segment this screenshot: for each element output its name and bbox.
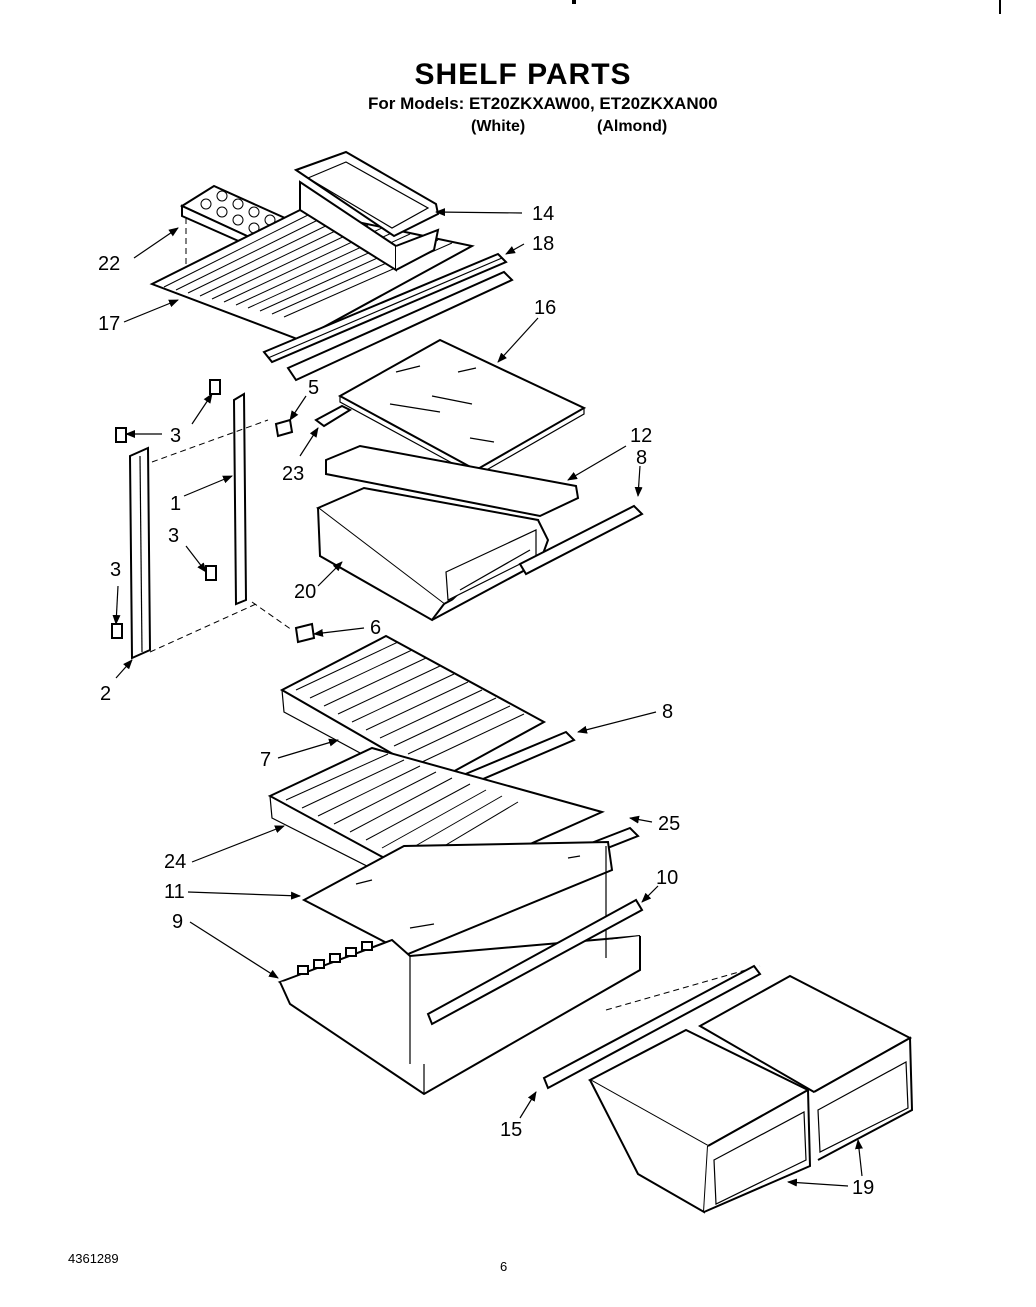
callout-20: 20 xyxy=(294,581,316,603)
callout-9: 9 xyxy=(172,911,183,933)
color-almond-label: (Almond) xyxy=(597,118,668,135)
model-list: For Models: ET20ZKXAW00, ET20ZKXAN00 xyxy=(368,94,718,113)
callout-18: 18 xyxy=(532,233,554,255)
callout-10: 10 xyxy=(656,867,678,889)
callout-23: 23 xyxy=(282,463,304,485)
part-meat-pan xyxy=(316,486,550,622)
callout-17: 17 xyxy=(98,313,120,335)
part-shelf-frame xyxy=(279,634,547,798)
callout-7: 7 xyxy=(260,749,271,771)
part-screw-5 xyxy=(274,418,294,438)
callout-1: 1 xyxy=(170,493,181,515)
part-shelf-bracket xyxy=(111,379,221,639)
callout-16: 16 xyxy=(534,297,556,319)
color-white-label: (White) xyxy=(471,118,526,135)
callout-12: 12 xyxy=(630,425,652,447)
part-meat-pan-cover xyxy=(325,444,580,518)
part-freezer-basket xyxy=(293,150,440,272)
callout-14: 14 xyxy=(532,203,554,225)
part-crisper-rail xyxy=(426,898,644,1026)
part-freezer-shelf-trim xyxy=(262,252,514,382)
part-lower-shelf xyxy=(267,746,605,904)
page-number: 6 xyxy=(500,1259,508,1274)
part-screw-6 xyxy=(294,622,316,644)
callout-15: 15 xyxy=(500,1119,522,1141)
callout-19: 19 xyxy=(852,1177,874,1199)
callout-24: 24 xyxy=(164,851,186,873)
part-shelf-trim-upper xyxy=(518,504,644,576)
top-mark xyxy=(572,0,576,4)
callout-2: 2 xyxy=(100,683,111,705)
callout-25: 25 xyxy=(658,813,680,835)
part-ladder-left xyxy=(128,446,152,660)
part-shelf-support xyxy=(314,404,353,428)
callout-6: 6 xyxy=(370,617,381,639)
part-crisper-drawer-left xyxy=(587,1028,812,1214)
callout-8b: 8 xyxy=(662,701,673,723)
callout-3c: 3 xyxy=(110,559,121,581)
part-crisper-glass xyxy=(301,840,614,956)
callout-3b: 3 xyxy=(168,525,179,547)
part-crisper-drawer-right xyxy=(697,974,914,1161)
leader-lines xyxy=(112,208,863,1187)
part-crisper-frame xyxy=(277,846,641,1096)
page-title: SHELF PARTS xyxy=(414,58,632,91)
callout-22: 22 xyxy=(98,253,120,275)
callout-5: 5 xyxy=(308,377,319,399)
part-crisper-trim xyxy=(542,964,762,1090)
document-number: 4361289 xyxy=(68,1251,119,1266)
callout-8a: 8 xyxy=(636,447,647,469)
part-ladder-right xyxy=(232,392,248,606)
callout-11: 11 xyxy=(164,881,185,903)
callout-3a: 3 xyxy=(170,425,181,447)
